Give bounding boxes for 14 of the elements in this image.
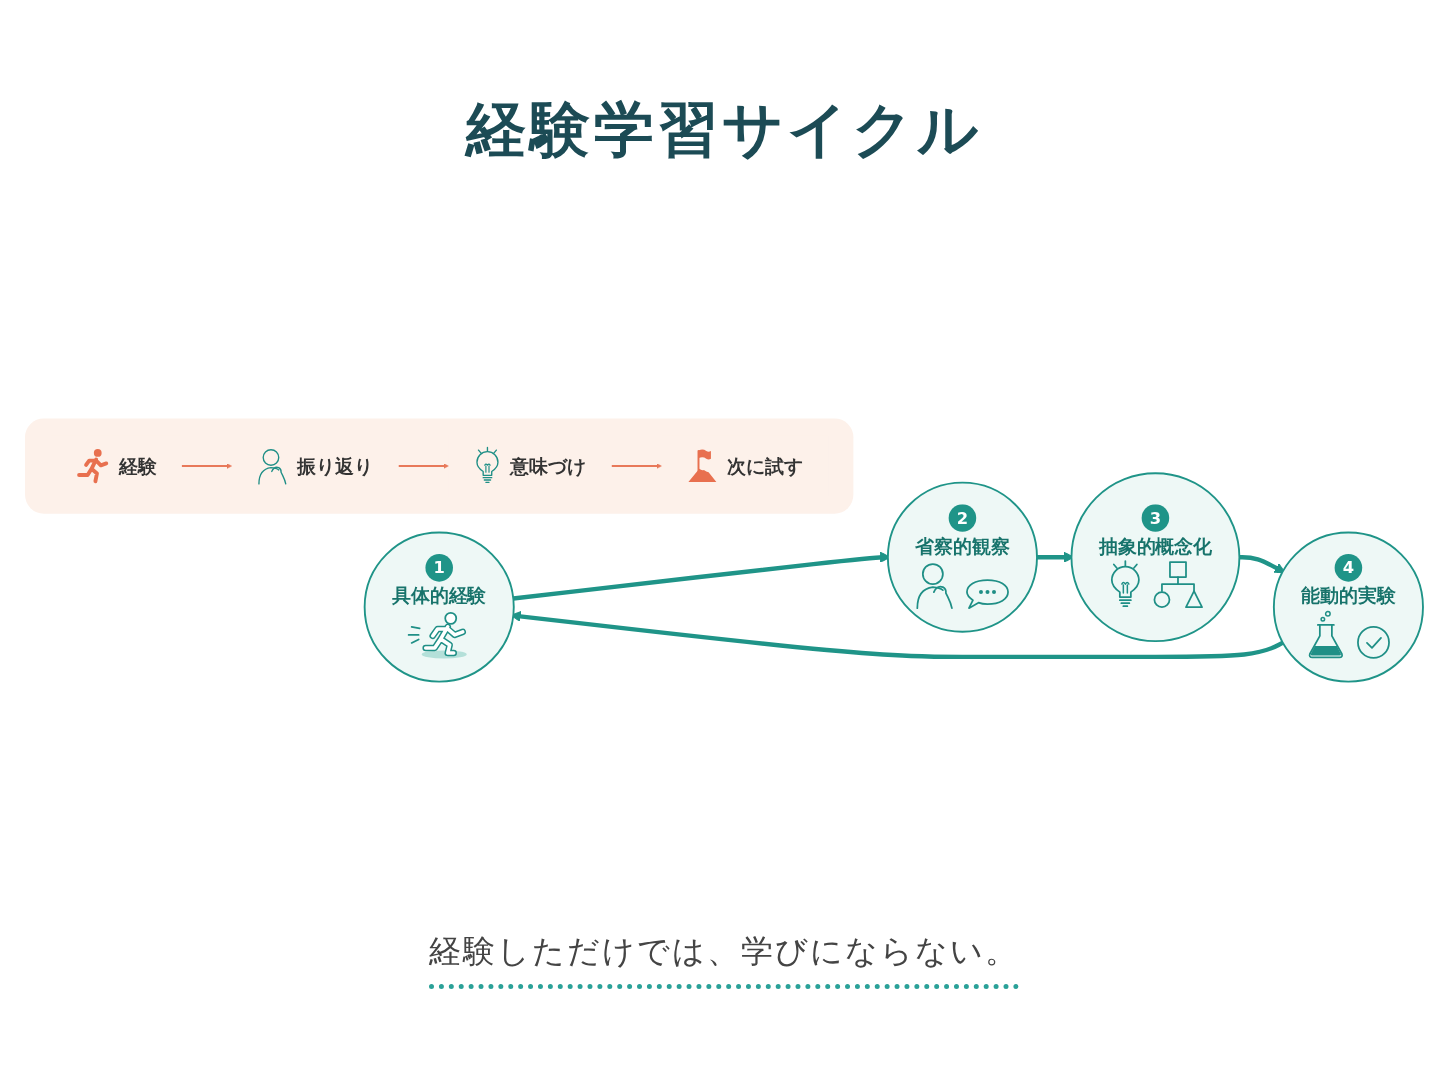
arrow (610, 463, 662, 469)
cluster (25, 418, 854, 514)
node-text: 次に試す (726, 455, 804, 477)
arrow (397, 463, 449, 469)
node-circle: 4 能動的実験 (1272, 531, 1424, 683)
node-circle: 3 抽象的概念化 (1070, 472, 1241, 643)
node-circle: 1 具体的経験 (363, 531, 515, 683)
node-text: 経験 (119, 455, 157, 477)
arrow (180, 463, 233, 469)
node-text: 振り返り (296, 455, 374, 477)
diagram-title: 経験学習サイクル (466, 93, 982, 166)
node-circle: 2 省察的観察 (886, 481, 1038, 633)
node-text: 意味づけ (510, 455, 587, 477)
caption-text: 経験しただけでは、学びにならない。 (429, 930, 1019, 989)
